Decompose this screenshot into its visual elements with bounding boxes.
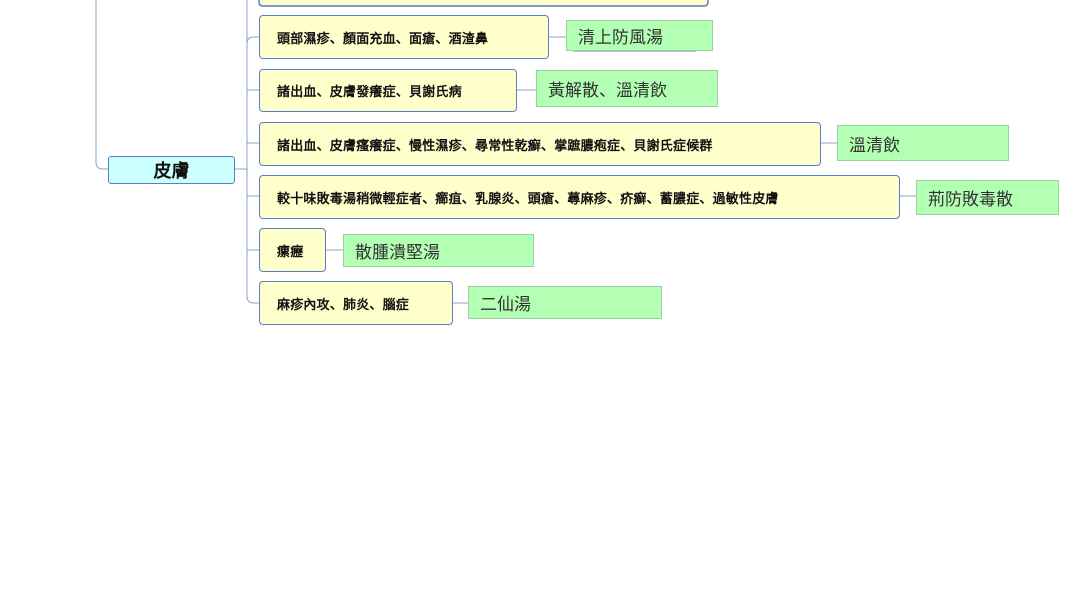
spine-branch-6 bbox=[246, 295, 259, 304]
formula-label: 溫清飲 bbox=[849, 135, 900, 156]
spine-branch-1 bbox=[246, 36, 259, 45]
formula-node-1[interactable]: 清上防風湯 bbox=[566, 20, 713, 51]
symptom-node-6[interactable]: 麻疹內攻、肺炎、腦症 bbox=[259, 281, 453, 325]
symptom-node-2[interactable]: 諸出血、皮膚發癢症、貝謝氏病 bbox=[259, 69, 517, 112]
formula-label: 黃解散、溫清飲 bbox=[548, 81, 667, 101]
symptom-node-5[interactable]: 瘰癧 bbox=[259, 228, 326, 272]
symptom-node-3[interactable]: 諸出血、皮膚瘙癢症、慢性濕疹、尋常性乾癬、掌蹠膿疱症、貝謝氏症候群 bbox=[259, 122, 821, 166]
trunk-line bbox=[95, 0, 108, 170]
root-node-skin[interactable]: 皮膚 bbox=[108, 156, 235, 184]
formula-node-5[interactable]: 散腫潰堅湯 bbox=[343, 234, 534, 267]
symptom-label: 瘰癧 bbox=[277, 244, 304, 260]
formula-label: 散腫潰堅湯 bbox=[355, 243, 440, 263]
symptom-node-1[interactable]: 頭部濕疹、顏面充血、面瘡、酒渣鼻 bbox=[259, 15, 549, 59]
symptom-label: 麻疹內攻、肺炎、腦症 bbox=[277, 297, 410, 313]
formula-label: 清上防風湯 bbox=[578, 28, 663, 48]
symptom-label: 較十味敗毒湯稍微輕症者、癤疽、乳腺炎、頭瘡、蕁麻疹、疥癬、蓄膿症、過敏性皮膚 bbox=[277, 191, 779, 207]
symptom-label: 諸出血、皮膚瘙癢症、慢性濕疹、尋常性乾癬、掌蹠膿疱症、貝謝氏症候群 bbox=[277, 138, 713, 154]
formula-node-3[interactable]: 溫清飲 bbox=[837, 125, 1009, 161]
formula-node-2[interactable]: 黃解散、溫清飲 bbox=[536, 70, 718, 107]
clipped-top-node-edge bbox=[258, 0, 709, 7]
formula-node-6[interactable]: 二仙湯 bbox=[468, 286, 662, 319]
symptom-label: 頭部濕疹、顏面充血、面瘡、酒渣鼻 bbox=[277, 31, 489, 47]
symptom-node-4[interactable]: 較十味敗毒湯稍微輕症者、癤疽、乳腺炎、頭瘡、蕁麻疹、疥癬、蓄膿症、過敏性皮膚 bbox=[259, 175, 900, 219]
formula-label: 荊防敗毒散 bbox=[928, 190, 1013, 210]
formula-node-4[interactable]: 荊防敗毒散 bbox=[916, 180, 1059, 215]
symptom-label: 諸出血、皮膚發癢症、貝謝氏病 bbox=[277, 85, 462, 100]
root-label: 皮膚 bbox=[153, 161, 190, 182]
formula-label: 二仙湯 bbox=[480, 295, 531, 315]
